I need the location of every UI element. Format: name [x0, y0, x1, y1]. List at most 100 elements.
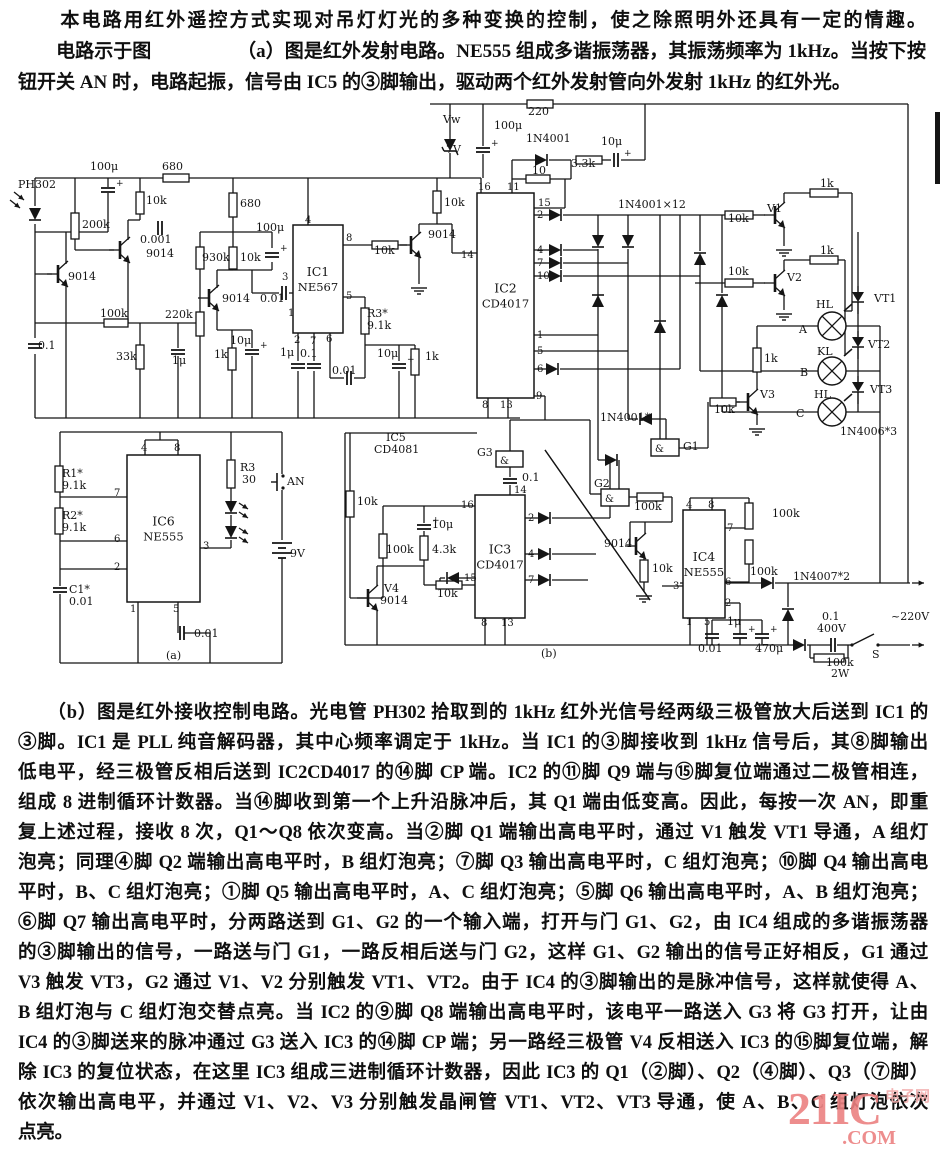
text-line: 的③脚输出的信号，一路送与门 G1，一路反相后送与门 G2，这样 G1、G2 输…: [18, 943, 928, 963]
resistor-symbol: [419, 535, 429, 561]
text-line: 除 IC3 的复位状态，在这里 IC3 组成三进制循环计数器，因此 IC3 的 …: [18, 1063, 928, 1083]
schematic-label: 3: [203, 541, 209, 552]
ic-label: NE555: [684, 565, 724, 579]
ic-box-ic2: [476, 192, 535, 399]
switch-contact: [281, 474, 285, 478]
ic-label: NE567: [298, 280, 338, 294]
schematic-label: 400V: [817, 622, 847, 635]
schematic-label: AN: [286, 475, 305, 488]
schematic-label: 1k: [820, 177, 834, 190]
schematic-label: 0.01: [332, 364, 357, 377]
schematic-label: 10μ: [432, 518, 453, 531]
wire-diagonal: [544, 449, 651, 601]
schematic-label: 1N4007*2: [793, 570, 850, 583]
schematic-label: VT2: [867, 338, 890, 351]
schematic-label: HL: [816, 298, 834, 311]
schematic-label: 1μ: [280, 346, 294, 359]
text-line: 本电路用红外遥控方式实现对吊灯灯光的多种变换的控制，使之除照明外还具有一定的情趣…: [18, 10, 926, 31]
schematic-label: 10: [537, 271, 550, 282]
resistor-symbol: [378, 533, 388, 559]
arrow-head: [918, 642, 924, 648]
schematic-label: 100k: [750, 565, 778, 578]
schematic-label: 10μ: [230, 334, 251, 347]
text-line: （b）图是红外接收控制电路。光电管 PH302 拾取到的 1kHz 红外光信号经…: [18, 703, 929, 723]
text-line: 泡亮；同理④脚 Q2 端输出高电平时，B 组灯泡亮；⑦脚 Q3 输出高电平时，C…: [18, 853, 928, 873]
diode-symbol: [535, 154, 548, 166]
led-symbol: [225, 526, 237, 539]
schematic-label: 8: [482, 400, 488, 411]
schematic-label: 14: [461, 250, 474, 261]
schematic-label: CD4081: [374, 443, 419, 456]
diode-symbol: [592, 294, 604, 307]
resistor-symbol: [410, 348, 420, 376]
schematic-label: 2W: [831, 667, 850, 680]
resistor-symbol: [227, 347, 237, 371]
text-line: V3 触发 VT3，G2 通过 V1、V2 分别触发 VT1、VT2。由于 IC…: [18, 973, 928, 993]
resistor-symbol: [371, 240, 399, 250]
transistor-arrow: [371, 603, 378, 611]
resistor-symbol: [226, 459, 236, 489]
schematic-label: A: [798, 323, 808, 336]
schematic-label: 10k: [357, 495, 378, 508]
schematic-label: 10k: [714, 403, 735, 416]
schematic-label: 9: [536, 391, 542, 402]
schematic-label: 220: [528, 105, 549, 118]
schematic-label: 8: [346, 233, 352, 244]
schematic-label: 7V: [446, 143, 462, 156]
lamp-cross: [821, 401, 843, 423]
cap-polarity: +: [748, 625, 756, 635]
diode-symbol: [538, 512, 551, 524]
schematic-label: 0.1: [38, 339, 56, 352]
transistor-arrow: [639, 551, 646, 559]
watermark-suffix: .COM: [842, 1127, 896, 1149]
resistor-symbol: [162, 173, 190, 183]
text-line: 低电平，经三极管反相后送到 IC2CD4017 的⑭脚 CP 端。IC2 的⑪脚…: [18, 763, 928, 783]
schematic-label: G3: [477, 446, 493, 459]
transistor-symbol: [119, 236, 131, 247]
diode-symbol: [546, 363, 559, 375]
schematic-label: 10μ: [377, 347, 398, 360]
schematic-label: 1N4006*3: [840, 425, 897, 438]
schematic-label: 9.1k: [62, 479, 86, 492]
schematic-label: 16: [478, 182, 491, 193]
resistor-symbol: [744, 539, 754, 565]
resistor-symbol: [432, 190, 442, 214]
resistor-symbol: [639, 559, 649, 583]
cap-polarity: +: [624, 149, 632, 159]
schematic-label: 0.01: [698, 642, 723, 655]
diode-symbol: [793, 639, 806, 651]
schematic-label: 3: [673, 581, 679, 592]
schematic-label: 3: [282, 272, 288, 283]
schematic-label: 0.01: [69, 595, 94, 608]
diode-symbol: [639, 413, 652, 425]
ic-label: IC3: [489, 542, 512, 557]
ic-label: NE555: [143, 530, 183, 544]
cap-polarity: +: [770, 625, 778, 635]
transistor-arrow: [212, 303, 219, 311]
schematic-label: 9014: [68, 270, 96, 283]
diode-symbol: [549, 244, 562, 256]
schematic-label: 100μ: [256, 221, 284, 234]
and-gate-box: [495, 450, 524, 468]
schematic-label: 14: [514, 485, 527, 496]
resistor-symbol: [195, 246, 205, 270]
schematic-label: 30: [242, 473, 256, 486]
schematic-label: V1: [766, 202, 782, 215]
schematic-label: 200k: [82, 218, 110, 231]
schematic-label: KL: [817, 345, 833, 358]
schematic-label: 930k: [202, 251, 230, 264]
cap-polarity: +: [280, 244, 288, 254]
resistor-symbol: [724, 210, 754, 220]
text-line: IC4 的③脚送来的脉冲通过 G3 送入 IC3 的⑭脚 CP 端；另一路经三极…: [18, 1033, 928, 1053]
knife-switch-s: [851, 633, 875, 646]
schematic-label: PH302: [18, 178, 56, 191]
schematic-label: 13: [500, 400, 513, 411]
schematic-label: 13: [501, 618, 514, 629]
schematic-label: 4: [305, 215, 311, 226]
transistor-symbol: [774, 269, 786, 280]
arrow-head: [918, 580, 924, 586]
diode-symbol: [549, 270, 562, 282]
resistor-symbol: [435, 580, 463, 590]
schematic-label: 10k: [728, 212, 749, 225]
